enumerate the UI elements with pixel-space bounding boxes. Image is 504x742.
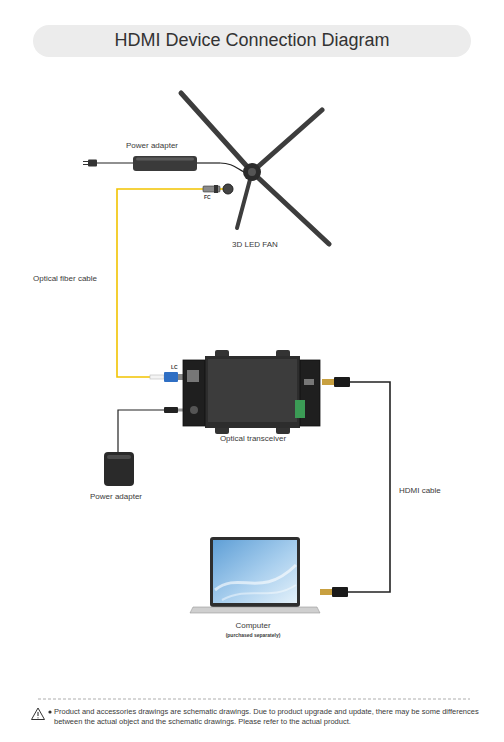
laptop-screen	[210, 537, 300, 607]
fc-connector	[203, 186, 220, 192]
fan-blade	[252, 172, 329, 244]
device-node: 3D LED FAN	[220, 88, 335, 255]
device-label: Power adapter	[126, 141, 178, 151]
device-node: Optical transceiver	[183, 352, 322, 447]
dc-jack	[190, 406, 198, 414]
footnote: Product and accessories drawings are sch…	[54, 707, 496, 727]
warning-triangle	[32, 708, 45, 720]
power-cord	[117, 440, 118, 452]
fiber-socket	[223, 184, 233, 194]
hdmi-port	[304, 379, 314, 385]
plug-prong	[83, 162, 88, 165]
dc-plug-tip	[178, 409, 183, 412]
bullet-dot	[48, 710, 51, 713]
hdmi-plug	[334, 377, 350, 387]
device-node: Power adapter	[88, 440, 148, 505]
wallpaper-swirl	[215, 565, 296, 590]
cable-label: HDMI cable	[398, 486, 442, 496]
fan-blade	[181, 93, 252, 172]
power-cord	[97, 162, 133, 163]
diagram-title: HDMI Device Connection Diagram	[0, 30, 504, 52]
sfp-port	[187, 370, 199, 382]
cable-label: Optical fiber cable	[32, 274, 98, 284]
hdmi-plug-tip	[320, 589, 332, 595]
transceiver-top	[208, 359, 297, 422]
dashed-rule	[38, 699, 470, 700]
fan-wire	[220, 163, 244, 172]
cable-line	[320, 382, 390, 592]
lc-sleeve	[150, 375, 164, 379]
device-node: Power adapter	[125, 138, 201, 173]
fan-blade	[252, 110, 322, 172]
wall-plug	[88, 160, 97, 167]
dc-plug	[164, 407, 178, 413]
warning-dot	[37, 717, 38, 718]
power-cord	[197, 162, 201, 163]
device-label: 3D LED FAN	[232, 240, 278, 250]
hdmi-plug-tip	[322, 379, 334, 385]
connector-label: FC	[204, 194, 211, 200]
transceiver-left-panel	[183, 360, 205, 426]
connector-label: LC	[171, 364, 178, 370]
cable-line	[201, 162, 220, 163]
fan-hub	[243, 163, 261, 181]
warning-mark	[37, 712, 38, 716]
adapter-body	[133, 156, 197, 171]
hdmi-plug	[332, 587, 348, 597]
adapter-highlight	[107, 455, 131, 459]
device-label: Optical transceiver	[220, 434, 286, 444]
cable-line	[117, 189, 220, 377]
wallpaper-swirl	[222, 585, 296, 600]
device-label: Power adapter	[90, 492, 142, 502]
adapter-body	[104, 452, 134, 486]
fc-connector-ring	[214, 185, 218, 193]
lc-connector	[164, 372, 178, 382]
device-note: (purchased separately)	[226, 632, 281, 638]
transceiver-body	[205, 356, 300, 428]
cable-line	[118, 410, 183, 440]
adapter-highlight	[136, 158, 194, 161]
laptop-base	[190, 607, 320, 613]
device-label: Computer	[235, 621, 270, 631]
device-node: Computer(purchased separately)	[190, 532, 320, 642]
laptop-display	[213, 540, 297, 603]
terminal-block	[295, 400, 305, 418]
fan-hub-cap	[248, 168, 256, 176]
lc-latch	[178, 374, 183, 380]
